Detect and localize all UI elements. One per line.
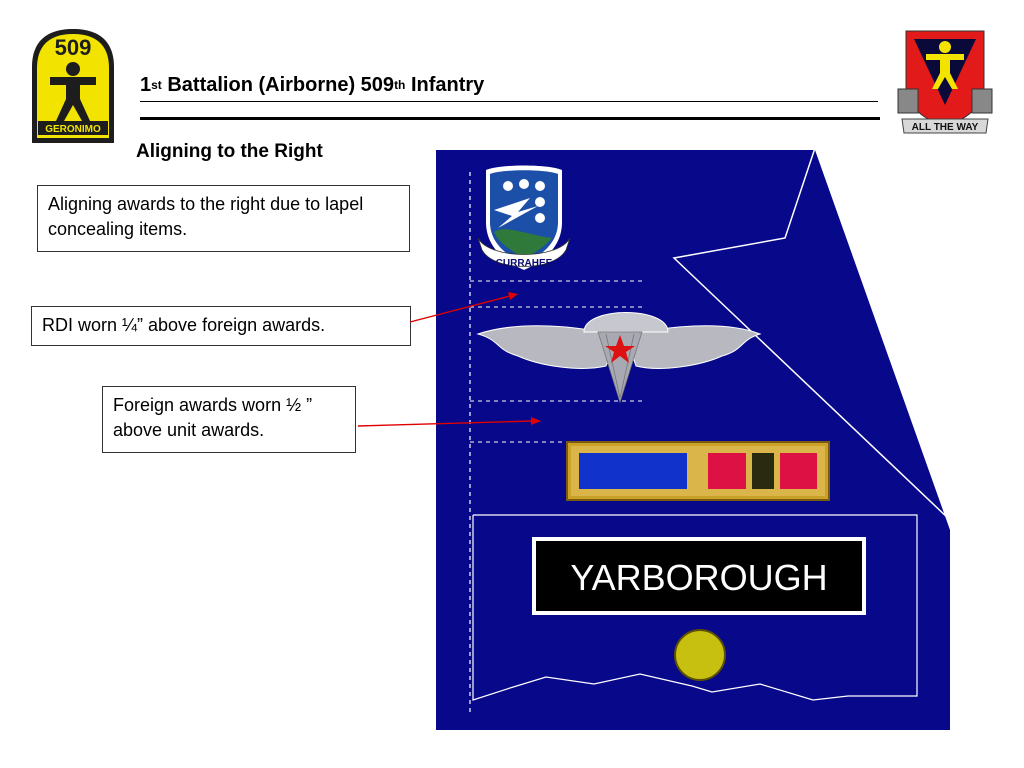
ribbon-red-left (708, 453, 746, 489)
patch-motto: CURRAHEE (496, 258, 553, 269)
insignia-motto: ALL THE WAY (912, 122, 979, 133)
logo-motto: GERONIMO (45, 124, 101, 135)
callout-aligning-note: Aligning awards to the right due to lape… (37, 185, 410, 252)
slide-subtitle: Aligning to the Right (136, 141, 323, 162)
title-rule-thick (140, 117, 880, 120)
lapel-outline (672, 147, 951, 521)
page-title: 1st Battalion (Airborne) 509th Infantry (140, 74, 485, 96)
nameplate: YARBOROUGH (532, 537, 866, 615)
title-rule-thin (140, 101, 878, 102)
paratrooper-figure-icon (926, 41, 964, 89)
regimental-distinctive-insignia: CURRAHEE (477, 165, 571, 270)
distinctive-unit-insignia-logo: ALL THE WAY (897, 30, 993, 134)
unit-insignia-509-logo: 509 GERONIMO (32, 29, 114, 143)
foreign-jump-wings (476, 312, 762, 404)
lightning-bolt-icon (494, 198, 538, 228)
ribbon-dark-center (752, 453, 774, 489)
unit-award-ribbons (566, 441, 830, 501)
pocket-button (674, 629, 726, 681)
logo-number: 509 (55, 35, 92, 60)
paratrooper-figure-icon (50, 62, 96, 121)
uniform-illustration: CURRAHEE YARBOROUGH (436, 147, 951, 730)
nameplate-text: YARBOROUGH (570, 557, 827, 598)
callout-foreign-awards-note: Foreign awards worn ½ ” above unit award… (102, 386, 356, 453)
ribbon-red-right (780, 453, 817, 489)
ribbon-blue (579, 453, 687, 489)
pocket-flap-outline (472, 514, 918, 701)
star-icon (605, 335, 635, 363)
parachute-icon (503, 179, 545, 223)
callout-rdi-note: RDI worn ¼” above foreign awards. (31, 306, 411, 346)
